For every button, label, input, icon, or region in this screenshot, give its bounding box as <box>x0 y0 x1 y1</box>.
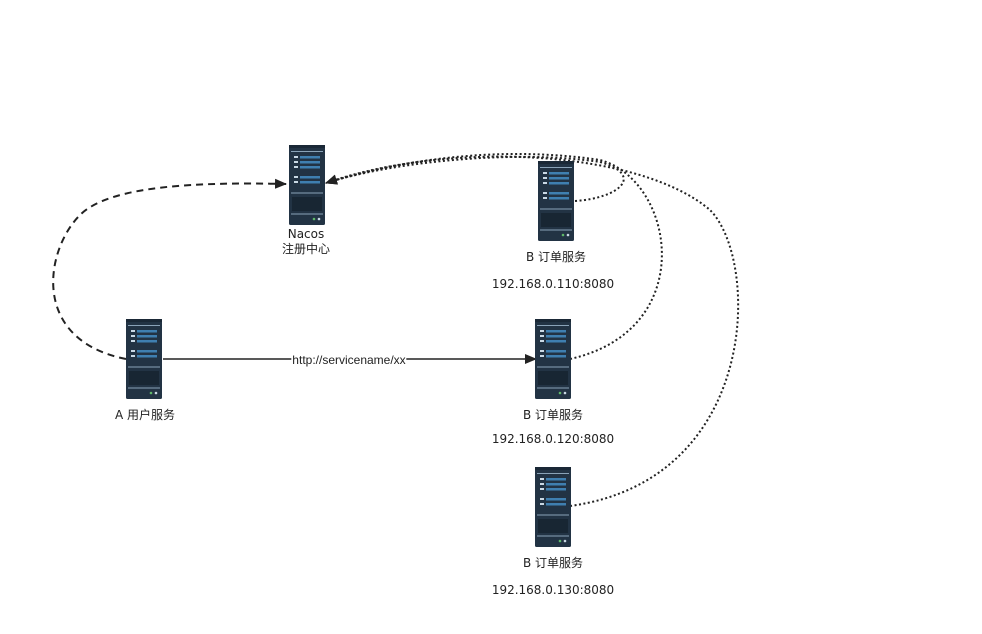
edge-user-to-nacos <box>52 178 287 360</box>
edge-order-130-to-nacos <box>325 155 740 507</box>
node-address-order-120: 192.168.0.120:8080 <box>491 432 615 446</box>
server-icon[interactable] <box>537 160 575 242</box>
edge-order-120-to-nacos <box>325 152 663 360</box>
server-icon[interactable] <box>534 318 572 400</box>
nacos-subtitle: 注册中心 <box>281 242 331 256</box>
user-service-title: A 用户服务 <box>114 408 176 422</box>
node-address-order-110: 192.168.0.110:8080 <box>491 277 615 291</box>
order-130-title: B 订单服务 <box>522 556 584 570</box>
node-label-order-130: B 订单服务 <box>523 556 583 571</box>
server-icon[interactable] <box>125 318 163 400</box>
node-label-user-service: A 用户服务 <box>115 408 175 423</box>
server-icon[interactable] <box>288 144 326 226</box>
edge-order-110-to-nacos <box>325 155 625 202</box>
node-address-order-130: 192.168.0.130:8080 <box>491 583 615 597</box>
nacos-title: Nacos <box>287 227 325 241</box>
order-120-title: B 订单服务 <box>522 408 584 422</box>
server-icon[interactable] <box>534 466 572 548</box>
node-label-nacos: Nacos 注册中心 <box>282 227 330 257</box>
node-label-order-120: B 订单服务 <box>523 408 583 423</box>
order-110-title: B 订单服务 <box>525 250 587 264</box>
node-label-order-110: B 订单服务 <box>526 250 586 265</box>
edge-label-http-call: http://servicename/xx <box>291 353 407 367</box>
